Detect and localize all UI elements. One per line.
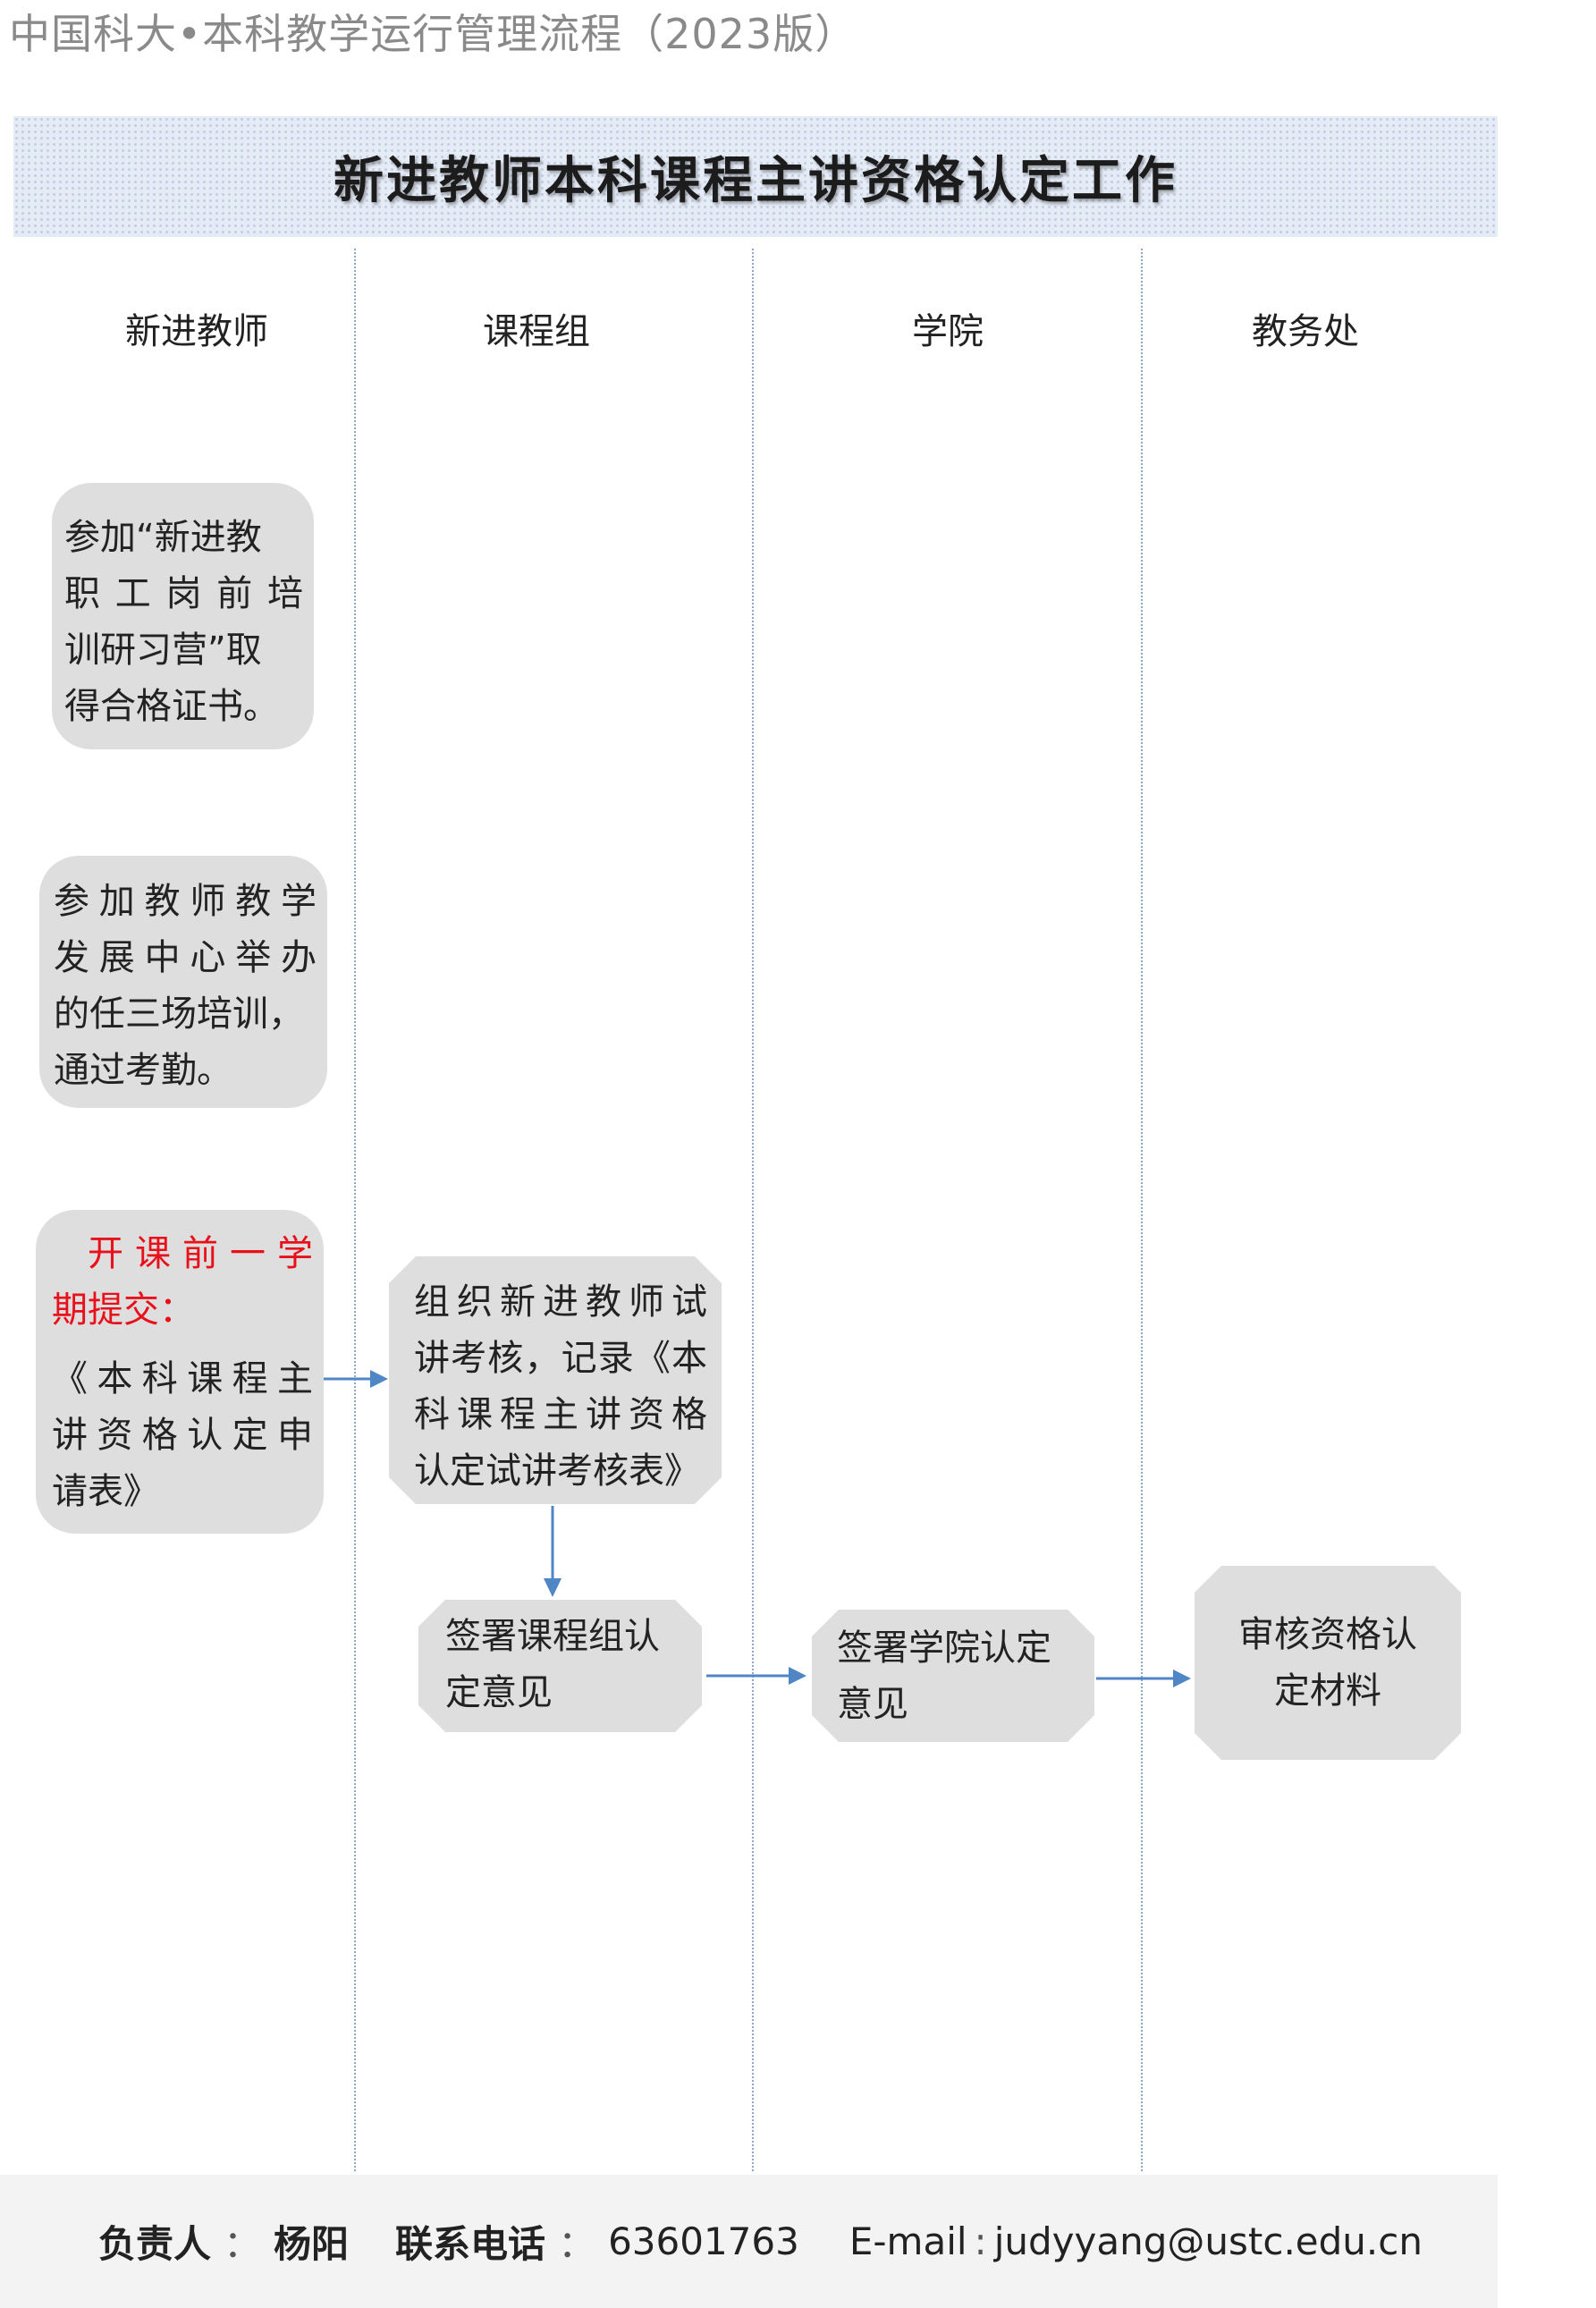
- step4-line-2: 讲考核，记录《本: [414, 1338, 707, 1379]
- step2-line-2: 发展中心举办: [54, 937, 317, 978]
- step4-line-4: 认定试讲考核表》: [414, 1450, 700, 1492]
- arrow-submit-to-trial: [324, 1370, 388, 1388]
- step5-line-2: 定意见: [445, 1672, 553, 1713]
- step-organize-trial-lecture: 组织新进教师试 讲考核，记录《本 科课程主讲资格 认定试讲考核表》: [389, 1256, 722, 1504]
- step1-line-4: 得合格证书。: [64, 686, 279, 727]
- step-attend-induction-camp: 参加“新进教 职工岗前培 训研习营”取 得合格证书。: [52, 483, 314, 749]
- step-submit-application-form: 开课前一学 期提交： 《本科课程主 讲资格认定申 请表》: [36, 1210, 324, 1534]
- email-address[interactable]: judyyang@ustc.edu.cn: [993, 2219, 1423, 2263]
- arrow-trial-to-course-opinion: [544, 1506, 562, 1597]
- page-header: 中国科大•本科教学运行管理流程（2023版）: [9, 10, 857, 58]
- step2-line-3: 的任三场培训，: [54, 993, 304, 1035]
- step-course-group-opinion: 签署课程组认 定意见: [418, 1600, 702, 1732]
- colon-1: ：: [224, 2222, 262, 2266]
- colon-2: ：: [558, 2222, 596, 2266]
- step2-line-1: 参加教师教学: [54, 881, 317, 922]
- step4-line-3: 科课程主讲资格: [414, 1394, 707, 1435]
- step-review-qualification: 审核资格认 定材料: [1195, 1566, 1461, 1760]
- email-label: E-mail: [849, 2219, 967, 2263]
- contact-footer: 负责人 ： 杨阳 联系电话 ： 63601763 E-mail : judyya…: [0, 2175, 1498, 2308]
- step2-line-4: 通过考勤。: [54, 1050, 232, 1091]
- step5-line-1: 签署课程组认: [445, 1616, 660, 1657]
- lane-divider-1: [354, 249, 356, 2171]
- step3-red-line-2: 期提交：: [52, 1289, 195, 1331]
- lane-header-college: 学院: [912, 311, 984, 352]
- title-band: 新进教师本科课程主讲资格认定工作: [13, 116, 1498, 237]
- lane-header-course-group: 课程组: [483, 311, 590, 352]
- lane-divider-2: [752, 249, 754, 2171]
- diagram-title: 新进教师本科课程主讲资格认定工作: [334, 152, 1178, 210]
- phone-label: 联系电话: [395, 2222, 546, 2266]
- lane-header-new-teacher: 新进教师: [125, 311, 268, 352]
- step6-line-2: 意见: [837, 1684, 908, 1725]
- phone-number: 63601763: [608, 2219, 799, 2263]
- step3-line-1: 《本科课程主: [52, 1358, 313, 1399]
- colon-3: :: [974, 2219, 987, 2263]
- arrow-college-to-review: [1096, 1670, 1191, 1687]
- step3-line-2: 讲资格认定申: [52, 1415, 313, 1456]
- step-college-opinion: 签署学院认定 意见: [812, 1610, 1094, 1742]
- step1-line-2: 职工岗前培: [64, 573, 303, 614]
- step4-line-1: 组织新进教师试: [414, 1281, 707, 1323]
- step7-line-1: 审核资格认: [1238, 1614, 1417, 1655]
- step1-line-1: 参加“新进教: [64, 517, 262, 558]
- person-name: 杨阳: [274, 2222, 350, 2266]
- step-attend-training-sessions: 参加教师教学 发展中心举办 的任三场培训， 通过考勤。: [39, 856, 327, 1108]
- step3-red-line-1: 开课前一学: [88, 1233, 313, 1274]
- step1-line-3: 训研习营”取: [64, 630, 262, 671]
- person-label: 负责人: [98, 2222, 212, 2266]
- step3-line-3: 请表》: [52, 1471, 159, 1512]
- lane-header-academic-affairs: 教务处: [1252, 311, 1359, 352]
- step7-line-2: 定材料: [1274, 1670, 1381, 1712]
- step6-line-1: 签署学院认定: [837, 1627, 1051, 1669]
- lane-divider-3: [1141, 249, 1143, 2171]
- arrow-course-to-college: [706, 1667, 806, 1685]
